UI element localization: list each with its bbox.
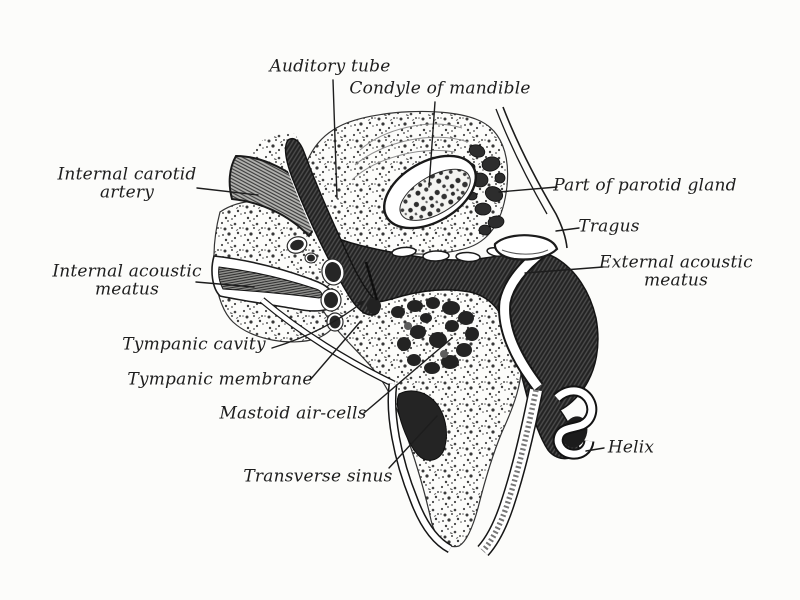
label-internal-acoustic-line1: Internal acoustic [52, 261, 202, 282]
transverse-sinus-blood-space [396, 390, 447, 461]
leader-auditory-tube [332, 79, 338, 199]
skin-outline [495, 106, 568, 249]
label-part-of-parotid-gland: Part of parotid gland [553, 175, 737, 196]
label-condyle-of-mandible: Condyle of mandible [349, 78, 531, 99]
label-helix: Helix [607, 437, 655, 458]
label-external-acoustic-line2: meatus [643, 270, 709, 290]
leader-lines [195, 79, 605, 469]
label-tympanic-cavity: Tympanic cavity [122, 334, 266, 355]
tympanic-membrane-line [364, 261, 379, 301]
labyrinth-sections [286, 236, 345, 332]
leader-carotid [196, 187, 259, 196]
label-transverse-sinus: Transverse sinus [243, 466, 393, 487]
mastoid-air-cells-cluster [391, 297, 479, 374]
leader-helix [585, 447, 605, 452]
label-internal-acoustic-meatus: Internal acoustic meatus [52, 261, 202, 299]
label-external-acoustic-line1: External acoustic [599, 252, 753, 273]
label-auditory-tube: Auditory tube [269, 56, 391, 77]
leader-tympanic-membrane [309, 321, 361, 381]
bone-margins [259, 297, 453, 553]
articular-capsule-hatching [351, 123, 469, 181]
tragus-cartilage [493, 234, 559, 261]
label-external-acoustic-meatus: External acoustic meatus [599, 252, 753, 290]
leader-mastoid [363, 337, 453, 414]
label-internal-acoustic-line2: meatus [94, 279, 160, 299]
leader-tragus [555, 227, 580, 232]
label-tragus: Tragus [578, 216, 640, 237]
leader-transverse-sinus [388, 415, 438, 469]
leader-parotid [498, 186, 558, 193]
leader-external-acoustic [524, 266, 604, 274]
leader-tympanic-cavity [271, 300, 365, 349]
ear-canal-lumen [498, 239, 555, 391]
leader-condyle [428, 101, 436, 188]
canal-skin-strip [477, 388, 544, 557]
label-internal-carotid-line2: artery [99, 182, 155, 202]
tympanic-membrane-attachment [367, 298, 381, 314]
label-internal-carotid-artery: Internal carotid artery [57, 164, 197, 202]
helix-curl [552, 385, 598, 460]
label-mastoid-air-cells: Mastoid air-cells [219, 403, 367, 424]
condyle-section [382, 154, 478, 230]
label-tympanic-membrane: Tympanic membrane [127, 369, 313, 390]
internal-acoustic-meatus-structure [211, 255, 336, 312]
label-internal-carotid-line1: Internal carotid [57, 164, 197, 185]
leader-internal-acoustic [195, 281, 255, 288]
